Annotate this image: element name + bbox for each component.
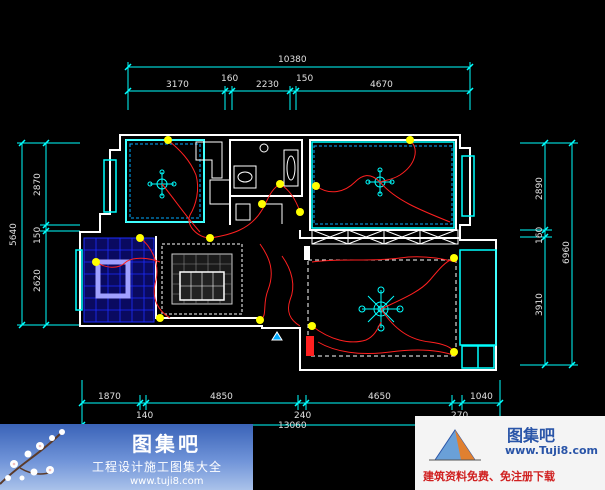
watermark-right-slogan: 建筑资料免费、免注册下载 [423,470,555,483]
dim-right-seg-3: 3910 [535,293,545,316]
dim-top-seg-5: 4670 [370,80,393,90]
watermark-slogan: 工程设计施工图集大全 [92,460,223,474]
dim-bottom-seg-2: 140 [136,411,153,421]
cabinet-strip [311,229,459,245]
dim-left-seg-1: 2870 [33,173,43,196]
dim-left-seg-3: 2620 [33,269,43,292]
dim-top-seg-2: 160 [221,74,238,84]
dim-top-seg-4: 150 [296,74,313,84]
dim-left-seg-2: 150 [33,227,43,244]
watermark-left: 图集吧 工程设计施工图集大全 www.tuji8.com [0,424,253,490]
dim-bottom-seg-4: 240 [294,411,311,421]
column [304,246,310,260]
red-panel [306,336,314,356]
dim-top-seg-1: 3170 [166,80,189,90]
dining-area [161,243,243,315]
plum-blossom-icon [0,429,65,485]
bathroom-fixtures [195,141,299,189]
dim-bottom-total: 13060 [278,421,307,431]
hallway-elements [209,179,283,224]
wiring [95,139,457,357]
watermark-right-brand: 图集吧 [507,426,556,445]
dimension-ticks [18,63,576,429]
light-fixtures [147,167,404,332]
dim-bottom-seg-5: 4650 [368,392,391,402]
dim-top-seg-3: 2230 [256,80,279,90]
dim-right-seg-1: 2890 [535,177,545,200]
outlets [92,136,458,356]
entry-marker [271,331,283,341]
watermark-url: www.tuji8.com [130,476,204,487]
dim-left-total: 5640 [9,223,19,246]
tile-floor [83,237,155,323]
dim-right-total: 6960 [562,241,572,264]
dim-bottom-seg-7: 1040 [470,392,493,402]
watermark-right-site: www.Tuji8.com [505,444,599,457]
watermark-brand: 图集吧 [132,432,201,456]
dim-right-seg-2: 160 [535,227,545,244]
watermark-right: 图集吧 www.Tuji8.com 建筑资料免费、免注册下载 [415,416,605,490]
dim-bottom-seg-3: 4850 [210,392,233,402]
pyramid-logo-icon [429,429,481,461]
dim-top-total: 10380 [278,55,307,65]
ceiling-outline [307,259,457,357]
dim-bottom-seg-1: 1870 [98,392,121,402]
